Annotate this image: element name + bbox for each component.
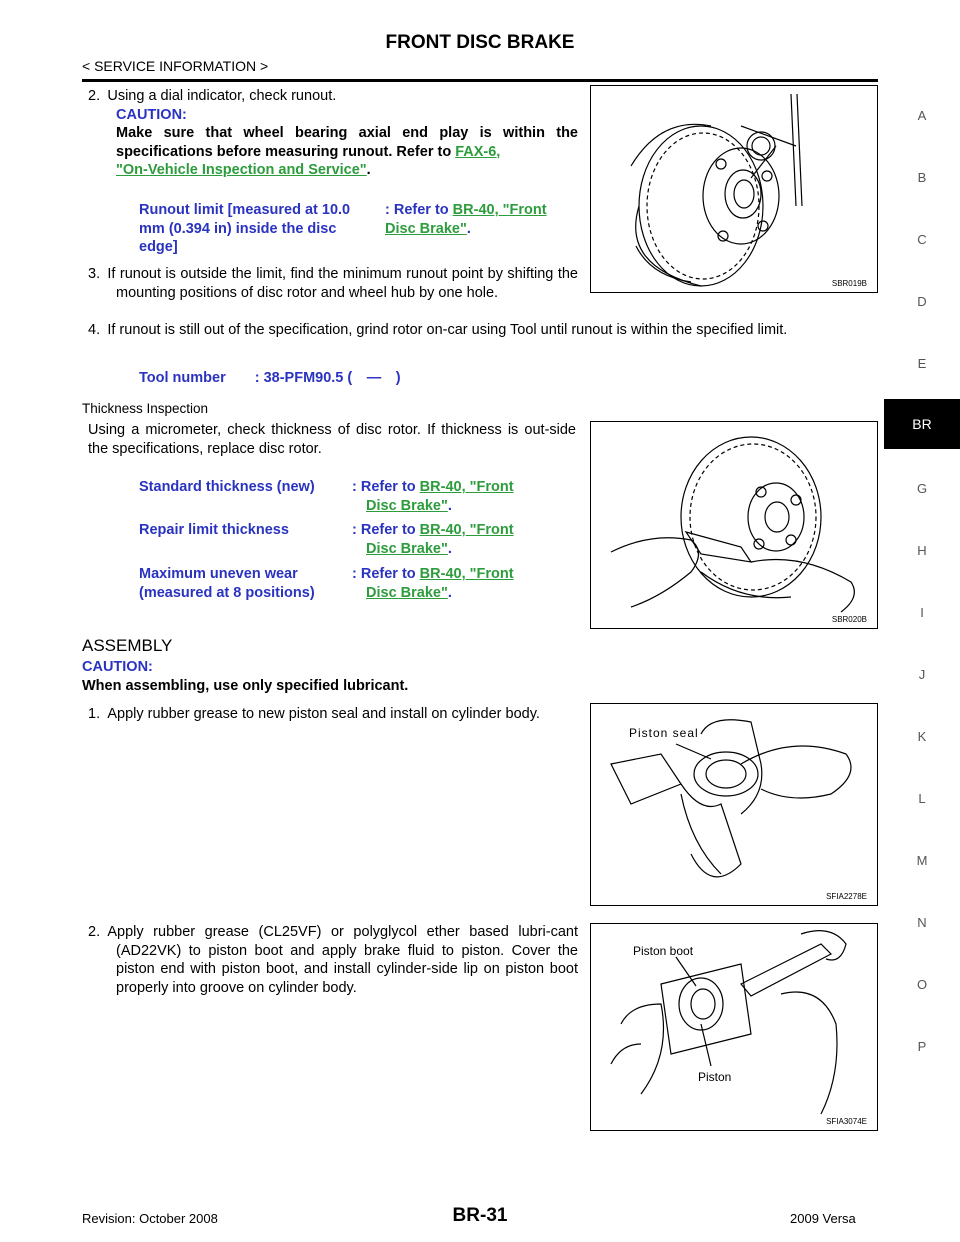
period: . — [447, 497, 452, 514]
tool-number: Tool number : 38-PFM90.5 ( — ) — [139, 370, 401, 386]
figure-id: SBR019B — [831, 279, 867, 288]
step-2-caution: CAUTION: Make sure that wheel bearing ax… — [88, 106, 578, 180]
caution-text: Make sure that wheel bearing axial end p… — [116, 125, 578, 160]
side-index-b[interactable]: B — [917, 170, 927, 185]
side-index-i[interactable]: I — [920, 605, 924, 620]
step-2-runout: 2. Using a dial indicator, check runout.… — [88, 87, 578, 180]
figure-id: SFIA2278E — [826, 892, 867, 901]
piston-label: Piston — [698, 1070, 732, 1084]
period: . — [466, 220, 471, 237]
assembly-caution-label: CAUTION: — [82, 659, 153, 675]
side-index-g[interactable]: G — [916, 481, 928, 496]
micrometer-illustration — [610, 436, 855, 613]
figure-micrometer-thickness: SBR020B — [590, 421, 878, 629]
link-disc-brake[interactable]: Disc Brake" — [366, 584, 448, 601]
standard-thickness-label: Standard thickness (new) — [139, 479, 315, 495]
header-rule — [82, 79, 878, 82]
caution-block: Make sure that wheel bearing axial end p… — [116, 124, 578, 180]
caution-period: . — [366, 162, 371, 178]
side-index-n[interactable]: N — [917, 915, 927, 930]
side-index-p[interactable]: P — [917, 1039, 927, 1054]
footer-model: 2009 Versa — [790, 1211, 856, 1226]
link-br-40-front[interactable]: BR-40, "Front — [419, 479, 514, 495]
side-index-d[interactable]: D — [917, 294, 927, 309]
period: . — [447, 540, 452, 557]
link-br-40-front[interactable]: BR-40, "Front — [419, 566, 514, 582]
side-index-e[interactable]: E — [917, 356, 927, 371]
side-index-k[interactable]: K — [917, 729, 927, 744]
side-index-h[interactable]: H — [917, 543, 927, 558]
footer-revision: Revision: October 2008 — [82, 1211, 218, 1226]
max-uneven-wear-label: Maximum uneven wear (measured at 8 posit… — [139, 566, 315, 601]
refer-text: : Refer to — [352, 566, 420, 582]
figure-dial-indicator-runout: SBR019B — [590, 85, 878, 293]
refer-text: : Refer to — [385, 202, 453, 218]
link-on-vehicle-inspection[interactable]: "On-Vehicle Inspection and Service" — [116, 162, 367, 178]
side-index-m[interactable]: M — [916, 853, 928, 868]
piston-seal-label: Piston seal — [629, 726, 699, 740]
page-title: FRONT DISC BRAKE — [385, 32, 575, 53]
link-disc-brake[interactable]: Disc Brake" — [385, 220, 467, 237]
link-disc-brake[interactable]: Disc Brake" — [366, 497, 448, 514]
side-index-a[interactable]: A — [917, 108, 927, 123]
side-index-j[interactable]: J — [918, 667, 926, 682]
piston-boot-label: Piston boot — [633, 944, 694, 958]
link-br-40-front[interactable]: BR-40, "Front — [452, 202, 547, 218]
assembly-step-2: 2. Apply rubber grease (CL25VF) or polyg… — [88, 924, 578, 996]
figure-id: SFIA3074E — [826, 1117, 867, 1126]
thickness-text: Using a micrometer, check thickness of d… — [88, 422, 576, 457]
disc-rotor-illustration — [630, 93, 803, 287]
section-subtitle: < SERVICE INFORMATION > — [82, 58, 269, 74]
figure-piston-boot: Piston boot Piston SFIA3074E — [590, 923, 878, 1131]
link-disc-brake[interactable]: Disc Brake" — [366, 540, 448, 557]
link-br-40-front[interactable]: BR-40, "Front — [419, 522, 514, 538]
figure-piston-seal: Piston seal SFIA2278E — [590, 703, 878, 906]
figure-id: SBR020B — [831, 615, 867, 624]
link-fax-6[interactable]: FAX-6, — [455, 143, 501, 160]
side-index-o[interactable]: O — [916, 977, 928, 992]
repair-limit-label: Repair limit thickness — [139, 522, 289, 538]
piston-seal-illustration — [610, 719, 852, 878]
refer-text: : Refer to — [352, 479, 420, 495]
side-index-l[interactable]: L — [918, 791, 926, 806]
thickness-heading: Thickness Inspection — [82, 401, 209, 416]
refer-text: : Refer to — [352, 522, 420, 538]
assembly-caution-text: When assembling, use only specified lubr… — [82, 678, 409, 694]
assembly-step-1: 1. Apply rubber grease to new piston sea… — [88, 706, 540, 722]
footer-page-number: BR-31 — [452, 1205, 508, 1226]
step-2-text: 2. Using a dial indicator, check runout. — [88, 88, 337, 104]
side-index-br-active[interactable]: BR — [884, 399, 960, 449]
assembly-heading: ASSEMBLY — [82, 636, 173, 655]
step-4-text: 4. If runout is still out of the specifi… — [88, 322, 788, 338]
caution-label: CAUTION: — [116, 106, 187, 123]
step-3-text: 3. If runout is outside the limit, find … — [88, 266, 578, 301]
runout-limit-label: Runout limit [measured at 10.0 mm (0.394… — [139, 202, 351, 255]
side-index-c[interactable]: C — [917, 232, 927, 247]
period: . — [447, 584, 452, 601]
piston-boot-illustration — [610, 930, 847, 1115]
